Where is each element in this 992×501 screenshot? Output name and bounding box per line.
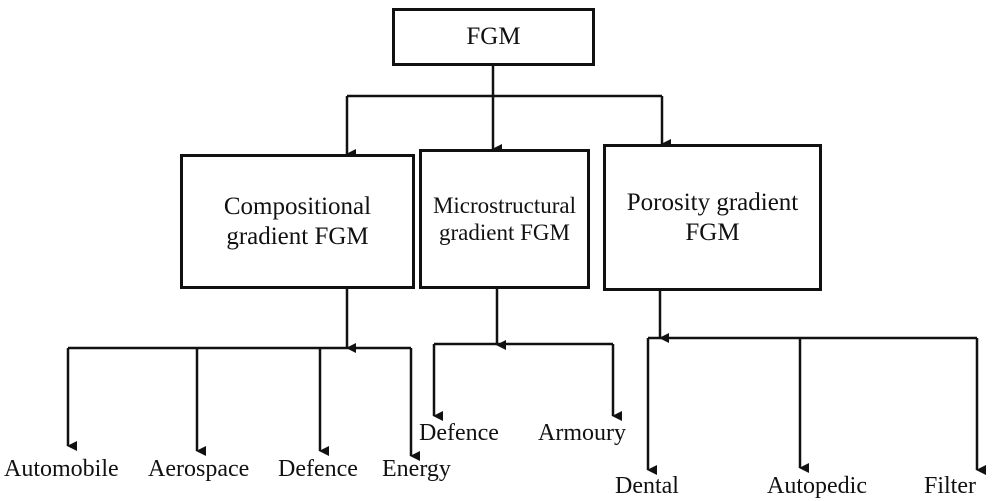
node-label-line2: FGM — [685, 218, 740, 246]
leaf-autopedic: Autopedic — [767, 473, 867, 499]
leaf-automobile: Automobile — [4, 456, 119, 482]
root-node-fgm: FGM — [392, 8, 595, 66]
node-label-line1: Compositional — [223, 193, 372, 220]
leaf-energy: Energy — [382, 456, 451, 482]
leaf-defence-microstructural: Defence — [419, 420, 499, 446]
node-label-line1: Microstructural — [432, 192, 577, 218]
leaf-defence-compositional: Defence — [278, 456, 358, 482]
node-label-line2: gradient FGM — [226, 222, 369, 250]
node-compositional-gradient-fgm: Compositional gradient FGM — [180, 154, 415, 289]
leaf-aerospace: Aerospace — [148, 456, 250, 482]
leaf-filter: Filter — [924, 473, 976, 499]
leaf-armoury: Armoury — [538, 420, 626, 446]
root-node-label: FGM — [466, 23, 521, 51]
node-microstructural-gradient-fgm: Microstructural gradient FGM — [419, 149, 590, 289]
node-label-line2: gradient FGM — [439, 220, 570, 245]
leaf-dental: Dental — [615, 473, 679, 499]
node-label-line1: Porosity gradient — [626, 189, 799, 216]
node-porosity-gradient-fgm: Porosity gradient FGM — [603, 144, 822, 291]
